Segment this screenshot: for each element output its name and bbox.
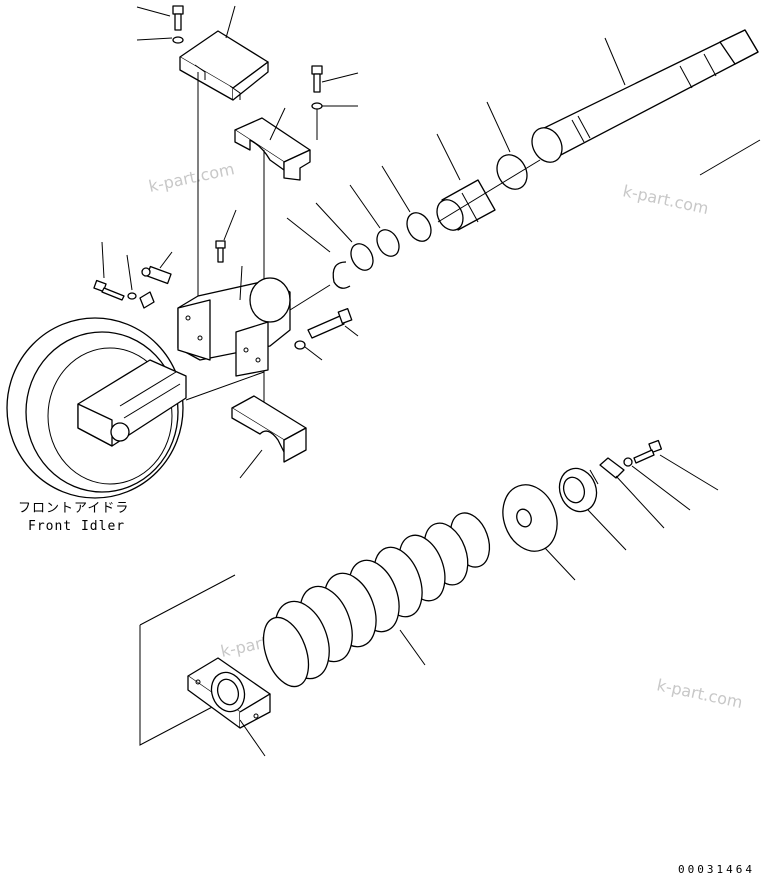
long-bolt-icon	[307, 308, 353, 339]
nut-collar-icon	[558, 467, 599, 513]
watermark-2: k-part.com	[621, 181, 710, 218]
seal-ring-icon	[406, 212, 432, 242]
upper-bracket-icon	[234, 117, 311, 181]
cylinder-rod-icon	[531, 29, 759, 163]
piston-ring-icon	[496, 154, 528, 190]
lower-washer-icon	[623, 457, 633, 467]
left-washer-icon	[127, 292, 137, 300]
lock-plate-icon	[139, 291, 155, 309]
backup-ring-icon	[376, 229, 400, 257]
idler-label-jp: フロントアイドラ	[18, 501, 129, 516]
left-bolt-icon	[93, 279, 125, 301]
watermark-4: k-part.com	[655, 675, 744, 712]
spring-seat-icon	[502, 484, 558, 552]
cylinder-block-icon	[177, 277, 291, 377]
cover-plate-icon	[179, 30, 269, 101]
rear-bracket-icon	[187, 657, 271, 729]
lower-lock-plate-icon	[599, 457, 625, 479]
right-washer-icon	[311, 102, 323, 110]
right-bolt-icon	[311, 65, 323, 93]
top-washer-icon	[172, 36, 184, 44]
spring-icon	[262, 512, 491, 688]
snap-ring-icon	[332, 261, 351, 289]
grease-bolt-icon	[215, 240, 226, 263]
long-bolt-washer-icon	[294, 340, 306, 350]
dust-seal-icon	[350, 243, 374, 271]
top-bolt-icon	[172, 5, 184, 31]
piston-icon	[436, 179, 496, 231]
watermark-1: k-part.com	[147, 159, 236, 196]
lower-bolt-icon	[633, 439, 663, 464]
drawing-code: 00031464	[678, 863, 755, 876]
grease-fitting-icon	[141, 265, 172, 285]
idler-wheel-icon	[6, 317, 187, 499]
idler-label-en: Front Idler	[28, 519, 125, 534]
lower-bracket-icon	[231, 395, 307, 463]
